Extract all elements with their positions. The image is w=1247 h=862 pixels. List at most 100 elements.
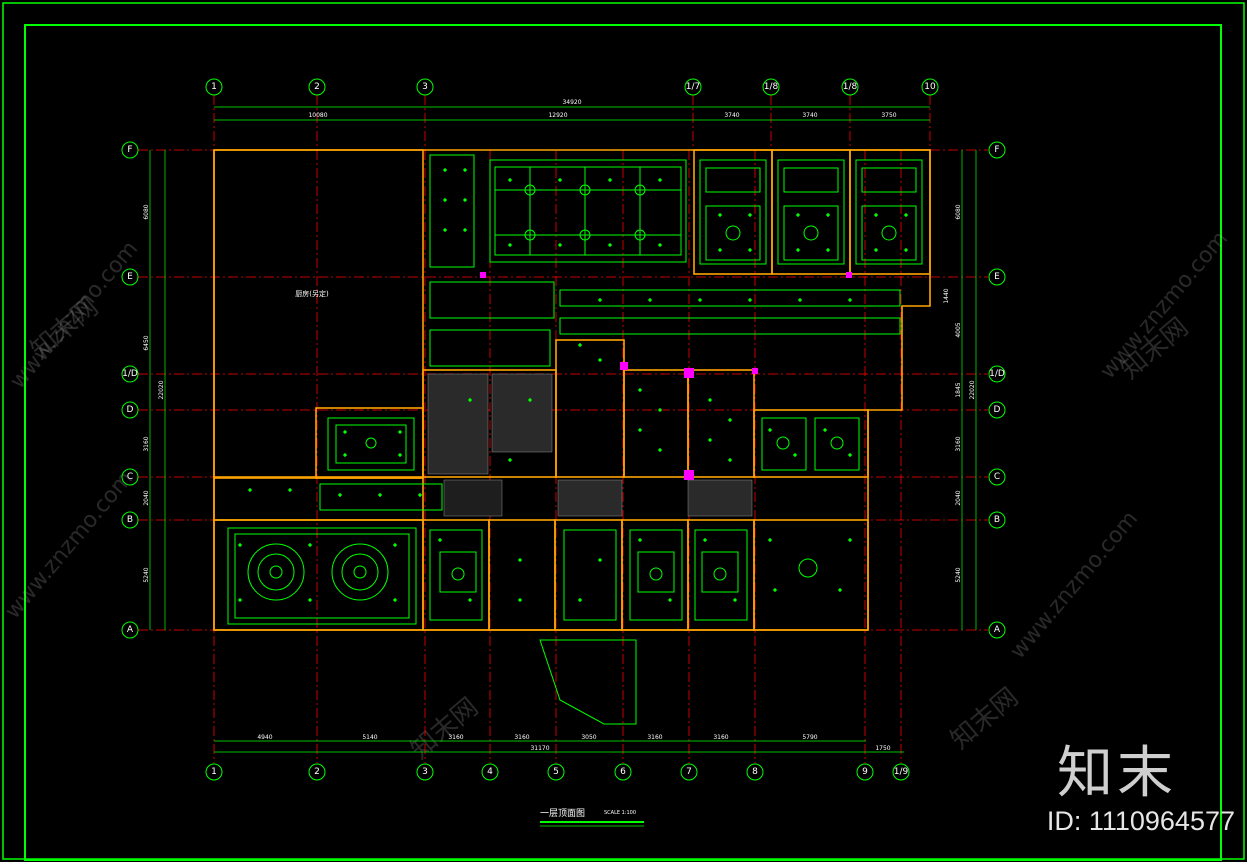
- axis-bubble-top: 2: [308, 78, 326, 96]
- spot-light: [437, 537, 443, 543]
- spot-light: [825, 212, 831, 218]
- axis-bubble-right-label: A: [994, 625, 1001, 635]
- axis-bubble-bottom-label: 1/9: [894, 767, 909, 777]
- spot-light: [237, 542, 243, 548]
- spot-light: [337, 492, 343, 498]
- dim-bottom-seg: 5790: [802, 734, 817, 741]
- spot-light: [507, 177, 513, 183]
- dim-bottom-seg: 4940: [257, 734, 272, 741]
- axis-bubble-left-circle: [121, 401, 139, 419]
- spot-light: [772, 587, 778, 593]
- axis-bubble-bottom-label: 7: [686, 767, 692, 777]
- axis-bubble-bottom-circle: [614, 763, 632, 781]
- spot-light: [727, 417, 733, 423]
- spot-light: [707, 397, 713, 403]
- axis-bubble-bottom-label: 2: [314, 767, 320, 777]
- spot-light: [247, 487, 253, 493]
- spot-light: [873, 212, 879, 218]
- axis-bubble-top-circle: [921, 78, 939, 96]
- axis-bubble-right: D: [988, 401, 1006, 419]
- watermark-text: 知末网: [945, 682, 1024, 755]
- axis-bubble-top-circle: [205, 78, 223, 96]
- axis-bubble-bottom: 1: [205, 763, 223, 781]
- axis-bubble-top-circle: [308, 78, 326, 96]
- dim-right-seg: 4005: [955, 322, 962, 337]
- spot-light: [903, 212, 909, 218]
- dim-left-seg: 3160: [143, 436, 150, 451]
- spot-light: [392, 542, 398, 548]
- dim-top-seg: 3740: [802, 112, 817, 119]
- axis-bubble-top: 1/8: [841, 78, 859, 96]
- dim-bottom-seg: 3160: [713, 734, 728, 741]
- axis-bubble-left-circle: [121, 141, 139, 159]
- axis-bubble-bottom-label: 5: [553, 767, 559, 777]
- spot-lights: [237, 167, 909, 603]
- spot-light: [462, 197, 468, 203]
- dim-top-seg: 3750: [881, 112, 896, 119]
- axis-bubble-bottom-circle: [856, 763, 874, 781]
- axis-bubble-bottom: 6: [614, 763, 632, 781]
- axis-bubble-left-circle: [121, 621, 139, 639]
- axis-bubble-bottom-circle: [205, 763, 223, 781]
- axis-bubble-left: D: [121, 401, 139, 419]
- spot-light: [462, 167, 468, 173]
- axis-bubble-bottom: 8: [746, 763, 764, 781]
- axis-bubble-right-circle: [988, 511, 1006, 529]
- axis-bubble-right-label: 1/D: [989, 369, 1005, 379]
- axis-bubble-bottom: 4: [481, 763, 499, 781]
- dim-top-seg: 3740: [724, 112, 739, 119]
- brand-logo: 知末: [1057, 741, 1177, 806]
- spot-light: [237, 597, 243, 603]
- dim-left-total: 22020: [158, 380, 165, 399]
- axis-bubble-top-label: 10: [924, 82, 936, 92]
- axis-bubble-right-circle: [988, 468, 1006, 486]
- spot-light: [517, 597, 523, 603]
- dim-bottom-seg: 3160: [647, 734, 662, 741]
- spot-light: [795, 212, 801, 218]
- spot-light: [717, 212, 723, 218]
- dim-top-seg: 12920: [548, 112, 567, 119]
- axis-bubble-right-label: D: [994, 405, 1001, 415]
- axis-bubble-left: B: [121, 511, 139, 529]
- drawing-scale: SCALE 1:100: [604, 810, 637, 816]
- axis-bubble-left-label: C: [127, 472, 133, 482]
- axis-bubble-top-label: 1/7: [686, 82, 700, 92]
- axis-bubble-right: B: [988, 511, 1006, 529]
- spot-light: [747, 247, 753, 253]
- dim-right-seg: 5240: [955, 567, 962, 582]
- axis-bubble-right: 1/D: [988, 365, 1006, 383]
- axis-bubble-bottom: 9: [856, 763, 874, 781]
- spot-light: [607, 177, 613, 183]
- spot-light: [442, 197, 448, 203]
- axis-bubble-left: C: [121, 468, 139, 486]
- axis-bubble-top-circle: [684, 78, 702, 96]
- axis-bubble-left: E: [121, 268, 139, 286]
- spot-light: [903, 247, 909, 253]
- dim-bottom-seg: 5140: [362, 734, 377, 741]
- axis-bubble-bottom-label: 9: [862, 767, 868, 777]
- axis-bubble-top-circle: [762, 78, 780, 96]
- axis-bubble-left-circle: [121, 268, 139, 286]
- spot-light: [657, 242, 663, 248]
- dim-right-extra: 1440: [943, 288, 950, 303]
- spot-light: [657, 177, 663, 183]
- spot-light: [637, 427, 643, 433]
- spot-light: [527, 397, 533, 403]
- dim-bottom-total: 31170: [530, 745, 549, 752]
- dimension-labels: 34920 10080 12920 3740 3740 3750 4940 51…: [143, 99, 976, 752]
- axis-bubble-right-circle: [988, 365, 1006, 383]
- axis-bubble-bottom-circle: [680, 763, 698, 781]
- dim-right-seg: 6080: [955, 204, 962, 219]
- watermark-text: www.znzmo.com: [0, 466, 138, 623]
- axis-bubble-bottom-circle: [481, 763, 499, 781]
- axis-bubble-top-circle: [416, 78, 434, 96]
- spot-light: [847, 537, 853, 543]
- axis-bubble-right-circle: [988, 268, 1006, 286]
- axis-bubble-bottom-circle: [416, 763, 434, 781]
- spot-light: [795, 247, 801, 253]
- axis-bubble-left-circle: [121, 365, 139, 383]
- ceiling-panels: [227, 154, 923, 725]
- spot-light: [507, 457, 513, 463]
- spot-light: [747, 212, 753, 218]
